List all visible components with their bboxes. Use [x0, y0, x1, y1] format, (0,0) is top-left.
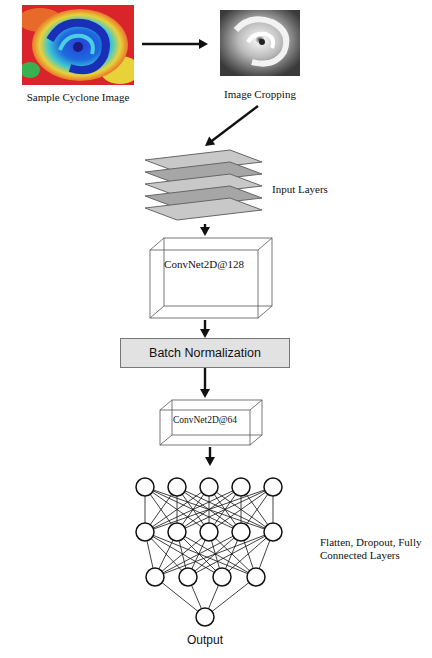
node-label: ConvNet2D@64	[160, 415, 250, 426]
arrow-head	[199, 39, 208, 49]
weight-line	[177, 487, 273, 532]
neuron	[196, 608, 214, 626]
neuron	[200, 523, 218, 541]
flow-arrow	[200, 224, 210, 236]
neuron	[136, 523, 154, 541]
neuron	[264, 478, 282, 496]
node-label: Sample Cyclone Image	[14, 91, 142, 104]
neuron	[136, 478, 154, 496]
neuron	[213, 568, 231, 586]
arrow-shaft	[209, 447, 211, 458]
cropped-image	[220, 10, 300, 76]
neuron	[232, 523, 250, 541]
weight-line	[145, 487, 241, 532]
flow-arrow	[142, 39, 208, 49]
conv-block-3d	[160, 400, 262, 445]
arrow-shaft	[142, 43, 200, 45]
dense-network-node: Flatten, Dropout, Fully Connected Layers	[128, 466, 428, 630]
node-label: Batch Normalization	[121, 346, 289, 361]
input-layer-stack	[145, 150, 262, 220]
neuron	[264, 523, 282, 541]
neuron	[168, 478, 186, 496]
arrow-head	[205, 457, 215, 466]
arrow-head	[200, 389, 210, 398]
cyclone-image	[22, 5, 134, 85]
arrow-shaft	[204, 368, 206, 390]
flow-arrow	[205, 106, 258, 146]
flow-arrow	[200, 320, 210, 338]
flow-arrow	[200, 368, 210, 398]
output-label: Output	[175, 633, 235, 647]
flow-arrow	[205, 447, 215, 466]
neuron	[146, 568, 164, 586]
neuron	[247, 568, 265, 586]
layer-stack-node: Input Layers	[140, 146, 350, 224]
neural-network	[136, 478, 282, 626]
image-node: Sample Cyclone Image	[14, 3, 142, 109]
arrow-head	[200, 329, 210, 338]
weight-line	[145, 487, 241, 532]
node-label: Image Cropping	[208, 88, 312, 101]
conv-node: ConvNet2D@64	[158, 398, 264, 447]
process-box: Batch Normalization	[120, 338, 290, 368]
arrow-shaft	[211, 106, 258, 141]
arrow-head	[200, 227, 210, 236]
node-label: ConvNet2D@128	[150, 258, 258, 271]
neuron	[200, 478, 218, 496]
neuron	[179, 568, 197, 586]
node-label: Flatten, Dropout, Fully Connected Layers	[320, 536, 426, 562]
node-label: Input Layers	[272, 183, 350, 196]
weight-line	[177, 487, 273, 532]
neuron	[232, 478, 250, 496]
arrow-shaft	[204, 224, 206, 228]
neuron	[168, 523, 186, 541]
arrow-shaft	[204, 320, 206, 330]
conv-node: ConvNet2D@128	[148, 236, 274, 320]
conv-block-3d	[150, 238, 272, 318]
image-node: Image Cropping	[208, 8, 312, 106]
